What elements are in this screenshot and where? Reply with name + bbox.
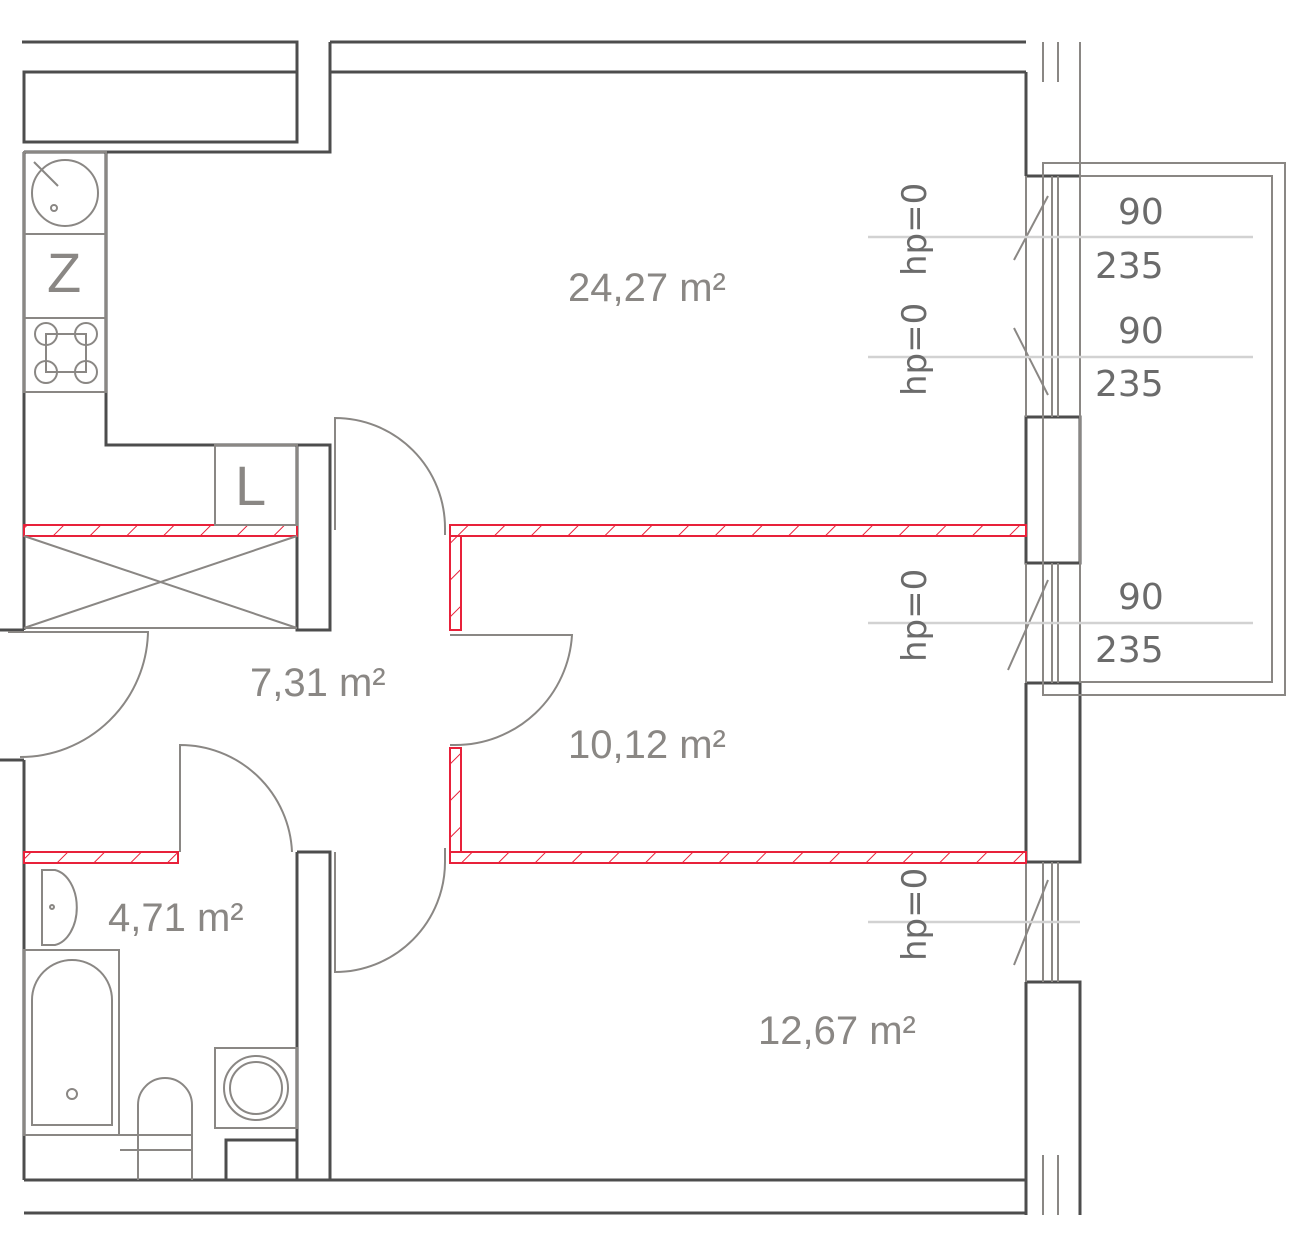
room-area-bedroom-1: 10,12 m² bbox=[568, 723, 726, 767]
window-width-label: 90 bbox=[1118, 311, 1164, 352]
toilet-icon bbox=[120, 1077, 193, 1180]
washer-label: L bbox=[235, 454, 266, 517]
dimension-lines bbox=[868, 235, 1253, 924]
window-hp-label: hp=0 bbox=[895, 569, 935, 662]
room-area-living-kitchen: 24,27 m² bbox=[568, 266, 726, 310]
window-width-label: 90 bbox=[1118, 192, 1164, 233]
sink-icon bbox=[31, 159, 99, 227]
room-area-hall: 7,31 m² bbox=[250, 661, 386, 705]
room-area-bedroom-2: 12,67 m² bbox=[758, 1009, 916, 1053]
washbasin-icon bbox=[41, 869, 78, 946]
stove-icon bbox=[34, 322, 98, 384]
washing-machine-icon bbox=[223, 1055, 289, 1121]
window-hp-label: hp=0 bbox=[895, 303, 935, 396]
window-height-label: 235 bbox=[1095, 364, 1164, 405]
window-hp-label: hp=0 bbox=[895, 183, 935, 276]
room-area-bathroom: 4,71 m² bbox=[108, 896, 244, 940]
bathtub-icon bbox=[23, 949, 120, 1136]
bathroom-fixtures bbox=[23, 869, 299, 1182]
window-hp-label: hp=0 bbox=[895, 868, 935, 961]
partition-walls bbox=[23, 524, 1027, 864]
kitchen-fixtures: Z L bbox=[23, 151, 298, 629]
doors bbox=[8, 416, 574, 974]
window-height-label: 235 bbox=[1095, 246, 1164, 287]
window-height-label: 235 bbox=[1095, 630, 1164, 671]
fridge-label: Z bbox=[47, 241, 81, 304]
balcony bbox=[1042, 162, 1286, 696]
window-width-label: 90 bbox=[1118, 577, 1164, 618]
